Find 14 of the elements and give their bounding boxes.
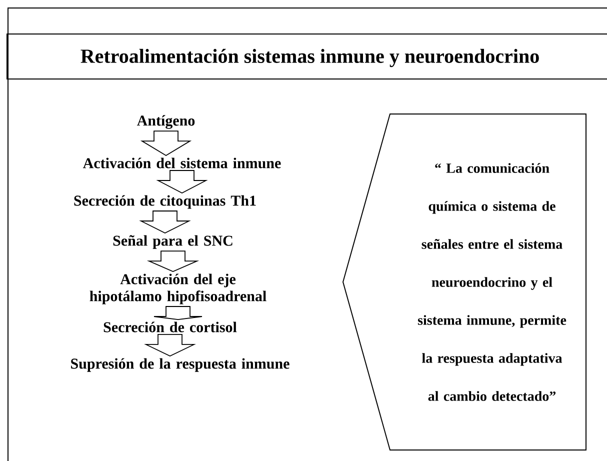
step-text: Antígeno xyxy=(136,115,195,129)
step-text: Supresión de la respuesta inmune xyxy=(71,358,290,372)
step-text: Activación del sistema inmune xyxy=(82,158,281,168)
step-text: Secreción de cortisol xyxy=(104,322,237,332)
block-arrow xyxy=(154,306,202,320)
block-arrow xyxy=(156,170,208,194)
title-band: Retroalimentación sistemas inmune y neuroendocrino xyxy=(6,34,607,80)
block-arrow xyxy=(146,250,200,272)
step-text: Secreción de citoquinas Th1 xyxy=(74,195,256,209)
block-arrow xyxy=(144,334,196,356)
block-arrow xyxy=(140,130,192,156)
step-text: Señal para el SNC xyxy=(113,235,232,249)
step-text: Activación del eje hipotálamo hipofisoadrenal xyxy=(90,274,266,304)
block-arrow xyxy=(139,210,191,234)
